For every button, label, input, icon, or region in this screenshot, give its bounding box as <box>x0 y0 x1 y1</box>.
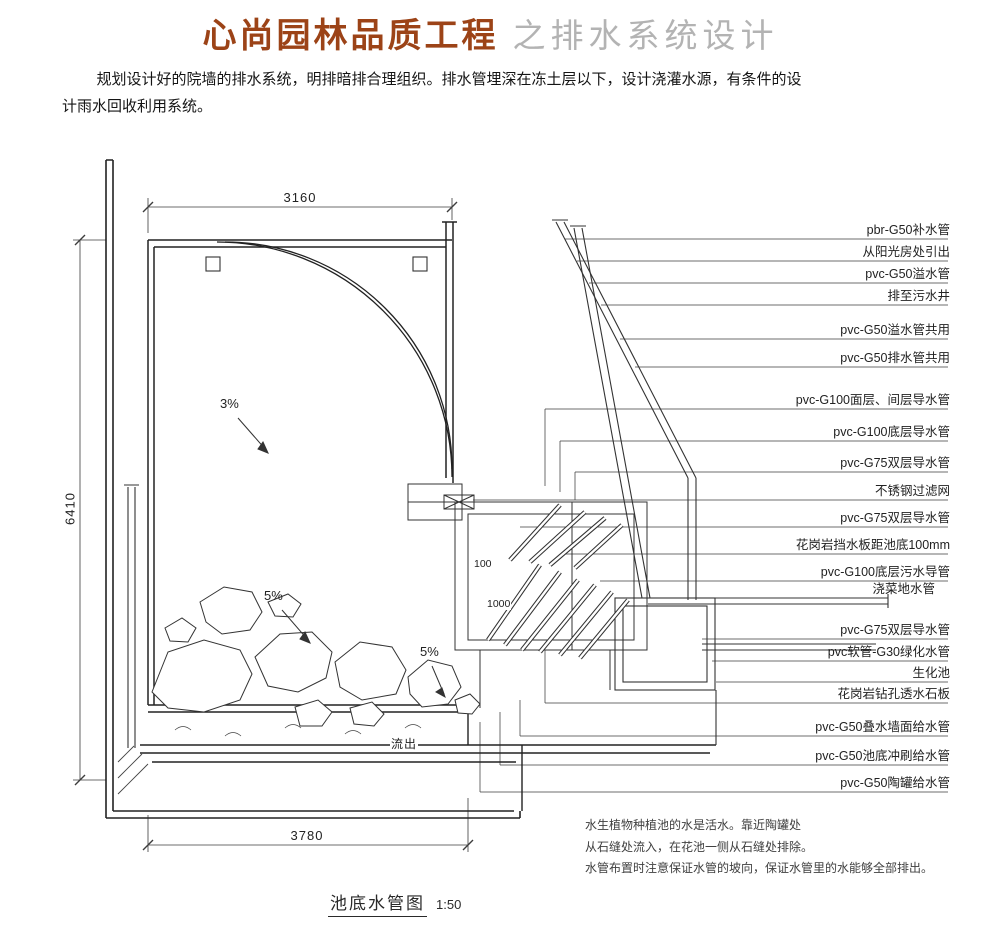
slope-label: 5% <box>420 644 439 659</box>
dimension-lines <box>73 198 474 852</box>
flow-out-label: 流出 <box>390 735 419 752</box>
pipe-callout: pvc软管-G30绿化水管 <box>827 645 950 659</box>
pipe-callout: pvc-G75双层导水管 <box>840 456 950 470</box>
biochemical-pool-box <box>614 597 717 745</box>
pipe-callout: 排至污水井 <box>887 289 950 303</box>
pipe-callout: pvc-G50叠水墙面给水管 <box>815 720 950 734</box>
corner-hatch <box>117 745 149 795</box>
filter-screen <box>443 494 475 510</box>
dimension-left: 6410 <box>62 492 78 525</box>
pipe-callout: pvc-G100底层导水管 <box>833 425 950 439</box>
pipe-callout: pvc-G75双层导水管 <box>840 511 950 525</box>
pipe-callout: 花岗岩钻孔透水石板 <box>837 687 950 701</box>
dimension-inner-b: 1000 <box>486 598 512 610</box>
caption-title: 池底水管图 <box>328 889 427 917</box>
pipe-callout: pvc-G50溢水管共用 <box>840 323 950 337</box>
note-line: 从石缝处流入，在花池一侧从石缝处排除。 <box>585 839 814 854</box>
caption-scale: 1:50 <box>436 897 462 912</box>
page-title: 心尚园林品质工程 之排水系统设计 <box>0 8 981 57</box>
pipe-cluster <box>486 503 630 660</box>
pool-walls <box>147 221 457 705</box>
pipe-callout: 花岗岩挡水板距池底100mm <box>795 538 950 552</box>
pipe-callout: 从阳光房处引出 <box>862 245 950 259</box>
pipe-callout: pbr-G50补水管 <box>866 223 950 237</box>
outer-wall <box>105 159 521 819</box>
pipe-callout: pvc-G50溢水管 <box>865 267 950 281</box>
supply-pipes-diagonal <box>552 219 697 600</box>
anchor-blocks <box>205 256 428 272</box>
leader-lines <box>473 238 948 793</box>
weir-arc <box>216 241 453 478</box>
dimension-inner-a: 100 <box>473 558 493 570</box>
intro-paragraph: 规划设计好的院墙的排水系统，明排暗排合理组织。排水管埋深在冻土层以下，设计浇灌水… <box>62 71 802 115</box>
rock-cluster <box>151 586 481 727</box>
garden-water-pipe <box>648 594 889 651</box>
drawing-caption: 池底水管图 1:50 <box>328 889 461 917</box>
title-main: 心尚园林品质工程 <box>202 17 499 55</box>
dimension-bottom: 3780 <box>290 828 324 843</box>
gravel-squiggles <box>174 724 422 737</box>
pipe-callout: pvc-G75双层导水管 <box>840 623 950 637</box>
slope-label: 3% <box>220 396 239 411</box>
pipe-callout: 浇菜地水管 <box>872 582 935 596</box>
dimension-top: 3160 <box>283 190 317 205</box>
pipe-callout: pvc-G100面层、间层导水管 <box>795 393 950 407</box>
pipe-callout: 生化池 <box>912 666 950 680</box>
notes-block: 水生植物种植池的水是活水。靠近陶罐处 从石缝处流入，在花池一侧从石缝处排除。 水… <box>585 815 977 880</box>
note-line: 水管布置时注意保证水管的坡向，保证水管里的水能够全部排出。 <box>585 861 934 875</box>
slope-label: 5% <box>264 588 283 603</box>
pool-floor <box>140 704 716 811</box>
pipe-callout: pvc-G50池底冲刷给水管 <box>815 749 950 763</box>
pipe-callout: pvc-G100底层污水导管 <box>820 565 950 579</box>
pipe-callout: pvc-G50陶罐给水管 <box>840 776 950 790</box>
slope-arrows <box>237 417 446 699</box>
left-drop-pipe <box>124 484 139 748</box>
title-sub: 之排水系统设计 <box>512 17 779 54</box>
pipe-callout: 不锈钢过滤网 <box>874 484 950 498</box>
note-line: 水生植物种植池的水是活水。靠近陶罐处 <box>585 818 802 832</box>
pipe-callout: pvc-G50排水管共用 <box>840 351 950 365</box>
